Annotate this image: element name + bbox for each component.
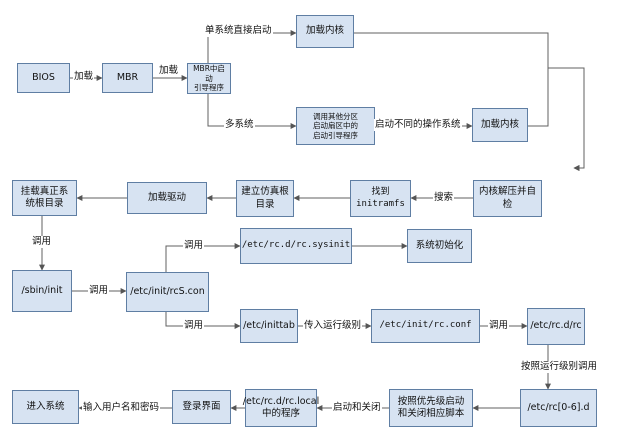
node-inittab: /etc/inittab [240, 309, 298, 343]
node-sbin-init: /sbin/init [12, 270, 72, 312]
node-bios: BIOS [17, 63, 70, 93]
edge-label-start-other-os: 启动不同的操作系统 [374, 119, 462, 131]
edge-label-load2: 加载 [158, 65, 180, 77]
edge-label-single-system: 单系统直接启动 [204, 25, 273, 37]
edge-single-system [207, 30, 297, 63]
node-mbr: MBR [102, 63, 153, 93]
edge-label-call-1: 调用 [31, 236, 53, 248]
node-mount-real-root: 挂载真正系 统根目录 [12, 180, 77, 216]
edge-rcs-inittab [165, 312, 241, 329]
node-load-kernel-top: 加载内核 [296, 15, 354, 48]
edge-multi-system [207, 94, 297, 129]
edge-kernel-top-decompress [354, 32, 585, 171]
node-load-drivers: 加载驱动 [127, 182, 207, 214]
edge-label-multi-system: 多系统 [224, 119, 255, 131]
node-enter-system: 进入系统 [12, 390, 79, 424]
edge-label-pass-runlevel: 传入运行级别 [303, 320, 363, 332]
edge-label-call-4: 调用 [183, 320, 205, 332]
node-mbr-bootloader: MBR中启动 引导程序 [187, 63, 231, 94]
edge-label-call-by-runlevel: 按照运行级别调用 [520, 361, 599, 373]
edge-label-load: 加载 [73, 71, 95, 83]
edge-label-call-2: 调用 [88, 285, 110, 297]
node-load-kernel-mid: 加载内核 [472, 108, 528, 142]
edge-label-input-credentials: 输入用户名和密码 [82, 402, 161, 414]
node-build-fake-root: 建立仿真根 目录 [236, 180, 294, 217]
node-rc-0-6-d: /etc/rc[0-6].d [520, 389, 597, 427]
node-system-init: 系统初始化 [407, 229, 472, 263]
node-rc-sysinit: /etc/rc.d/rc.sysinit [240, 228, 352, 264]
edge-kernel-mid-decompress [528, 67, 585, 171]
node-rc-d-rc: /etc/rc.d/rc [527, 308, 585, 345]
edge-label-start-stop: 启动和关闭 [332, 402, 382, 414]
edge-label-call-5: 调用 [488, 320, 510, 332]
edge-rcs-sysinit [165, 243, 241, 272]
node-rcs-conf: /etc/init/rcS.con [126, 272, 209, 312]
node-rc-conf: /etc/init/rc.conf [371, 309, 480, 343]
node-kernel-decompress: 内核解压并自 检 [473, 180, 542, 217]
node-find-initramfs: 找到 initramfs [350, 180, 411, 217]
node-priority-scripts: 按照优先级启动 和关闭相应脚本 [389, 389, 473, 427]
node-login-ui: 登录界面 [172, 390, 231, 424]
node-other-partition-bootloader: 调用其他分区 启动扇区中的 启动引导程序 [296, 107, 375, 145]
edge-label-search: 搜索 [433, 192, 455, 204]
node-rc-local: /etc/rc.d/rc.local 中的程序 [243, 389, 319, 427]
edge-label-call-3: 调用 [183, 240, 205, 252]
